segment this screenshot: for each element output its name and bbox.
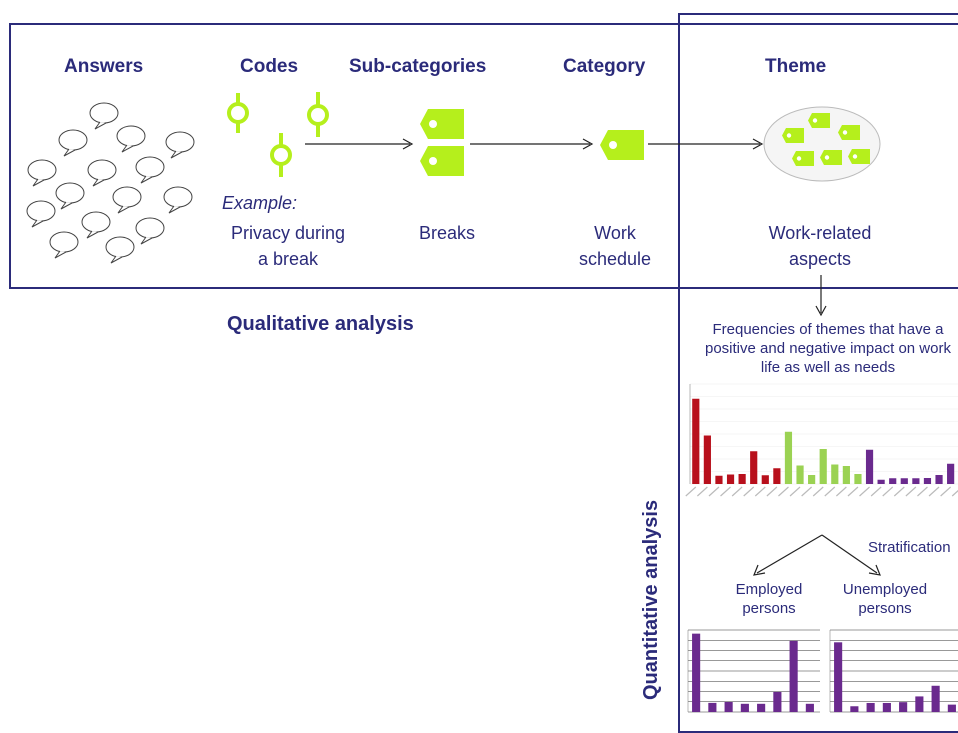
tick-label-placeholder — [870, 486, 882, 497]
tick-label-placeholder — [812, 486, 824, 497]
bar — [726, 474, 735, 484]
frequencies-caption-line2: positive and negative impact on work — [705, 340, 951, 357]
tick-label-placeholder — [696, 486, 708, 497]
tick-label-placeholder — [824, 486, 836, 497]
bar — [923, 478, 932, 484]
category-line2: schedule — [578, 249, 652, 269]
tick-label-placeholder — [778, 486, 789, 497]
bar — [912, 478, 920, 484]
tick-label-placeholder — [685, 486, 697, 497]
bar — [724, 701, 733, 712]
bar — [882, 702, 891, 712]
breaks-label: Breaks — [418, 223, 476, 243]
stage-subcategories: Sub-categories — [349, 56, 487, 77]
bar — [784, 431, 793, 484]
theme-line1: Work-related — [768, 223, 872, 243]
qualitative-analysis-label: Qualitative analysis — [227, 313, 414, 335]
tick-label-placeholder — [801, 486, 813, 497]
example-line1: Privacy during — [230, 223, 346, 243]
bar — [715, 475, 723, 484]
stage-category: Category — [563, 56, 646, 77]
bar — [931, 685, 940, 712]
bar — [842, 466, 850, 484]
tick-label-placeholder — [708, 486, 720, 497]
bar — [866, 702, 875, 712]
bar — [738, 474, 746, 484]
bar — [915, 696, 924, 712]
category-line1: Work — [594, 223, 636, 243]
stage-answers: Answers — [64, 56, 144, 77]
bar — [889, 478, 897, 484]
bar — [757, 703, 766, 712]
frequencies-bar-chart — [685, 383, 958, 497]
theme-line2: aspects — [788, 249, 852, 269]
bar — [865, 449, 874, 484]
tick-label-placeholder — [940, 486, 952, 497]
tick-label-placeholder — [766, 486, 778, 497]
bar — [703, 435, 711, 484]
bar — [805, 703, 814, 712]
bar — [808, 475, 816, 484]
bar — [899, 702, 908, 712]
stage-codes: Codes — [240, 56, 299, 77]
employed-line2: persons — [742, 600, 796, 617]
tick-label-placeholder — [743, 486, 755, 497]
tick-label-placeholder — [847, 486, 859, 497]
bar — [750, 451, 758, 484]
tick-label-placeholder — [917, 486, 928, 497]
bar — [796, 465, 804, 484]
bar — [947, 704, 956, 712]
stratification-label: Stratification — [868, 539, 951, 556]
quantitative-analysis-label: Quantitative analysis — [640, 499, 662, 700]
qualitative-frame — [9, 23, 958, 289]
tag-icons — [420, 106, 881, 182]
tick-label-placeholder — [893, 486, 905, 497]
employed-bar-chart — [687, 629, 820, 713]
tick-label-placeholder — [859, 486, 870, 497]
example-label: Example: — [222, 193, 298, 213]
bar — [900, 478, 908, 484]
bar — [773, 468, 781, 484]
bar — [789, 640, 798, 712]
unemployed-bar-chart — [829, 629, 958, 713]
tick-label-placeholder — [731, 486, 743, 497]
tick-label-placeholder — [789, 486, 801, 497]
bar — [834, 642, 843, 712]
tick-label-placeholder — [882, 486, 894, 497]
bar — [935, 475, 943, 484]
bar — [761, 475, 769, 484]
tick-label-placeholder — [905, 486, 917, 497]
example-line2: a break — [257, 249, 319, 269]
bar — [692, 398, 700, 484]
bar — [877, 479, 885, 484]
bar — [947, 463, 955, 484]
flow-arrows — [305, 138, 881, 576]
tick-label-placeholder — [951, 489, 958, 497]
bar — [831, 464, 839, 484]
tick-label-placeholder — [835, 486, 847, 497]
tick-label-placeholder — [928, 486, 940, 497]
bar — [773, 691, 782, 712]
tick-label-placeholder — [754, 486, 766, 497]
bar — [854, 474, 862, 484]
bar — [692, 633, 701, 712]
bar — [740, 703, 749, 712]
frequencies-caption-line3: life as well as needs — [760, 359, 896, 376]
stage-theme: Theme — [765, 56, 827, 77]
unemployed-line2: persons — [858, 600, 912, 617]
unemployed-line1: Unemployed — [842, 581, 928, 598]
tick-label-placeholder — [720, 486, 731, 497]
code-icons — [227, 92, 329, 177]
bar — [708, 702, 717, 712]
bar — [819, 449, 827, 484]
frequencies-caption-line1: Frequencies of themes that have a — [712, 321, 944, 338]
bar — [850, 706, 859, 712]
employed-line1: Employed — [735, 581, 803, 598]
